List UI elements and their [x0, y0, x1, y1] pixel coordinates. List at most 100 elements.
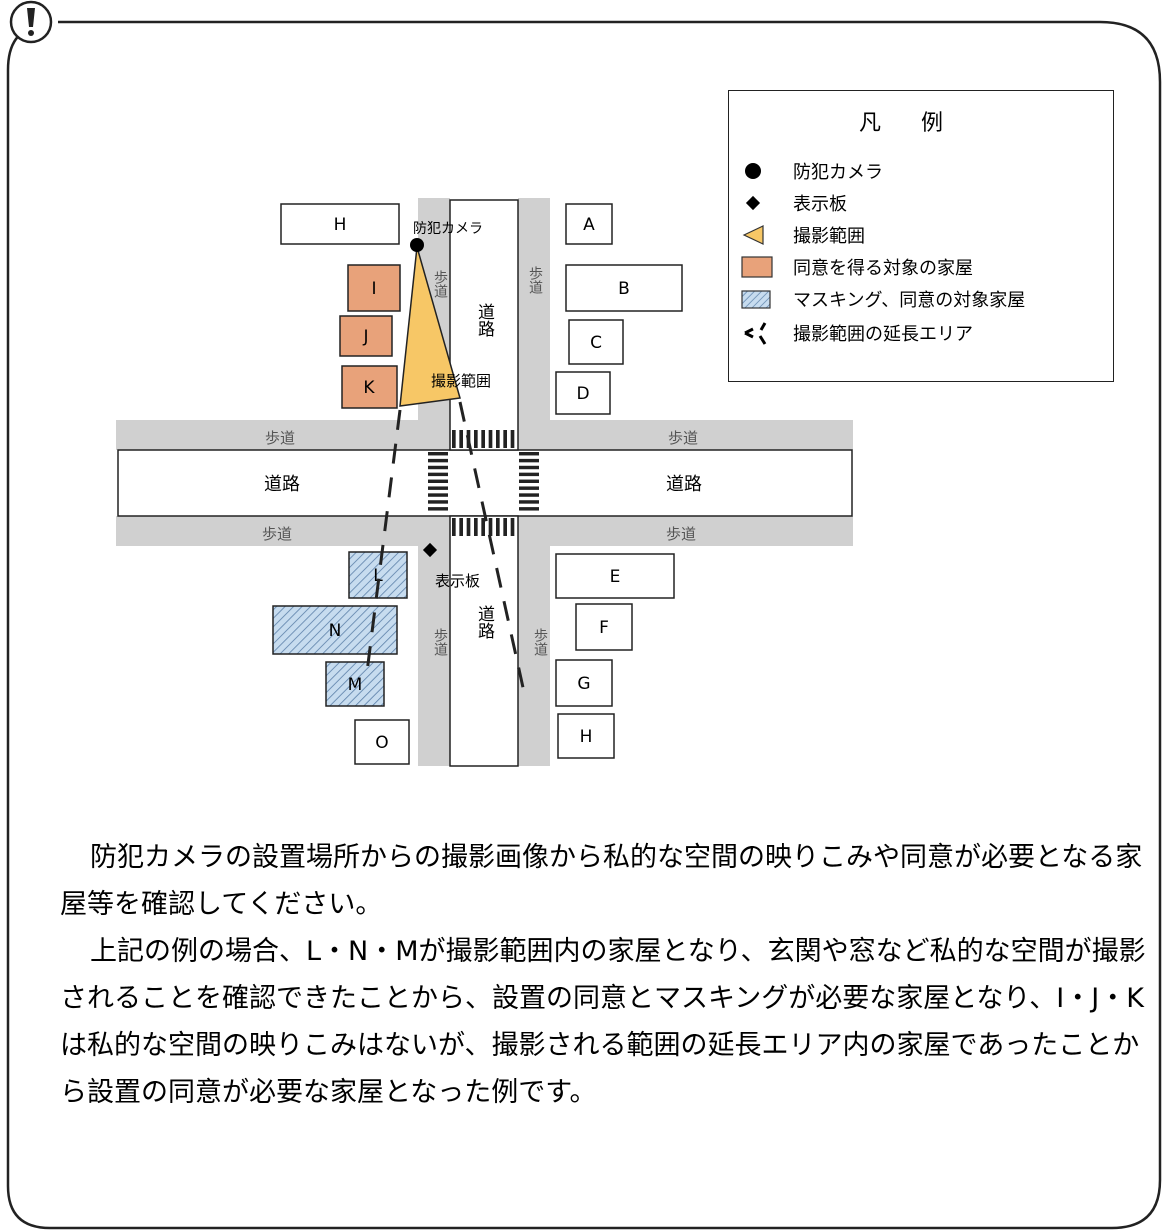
filled-diamond-icon: [741, 187, 785, 219]
shooting-range-triangle: [399, 246, 461, 407]
crosswalk-stripe: [428, 472, 448, 477]
house-label-c: C: [590, 333, 602, 353]
sidewalk-label-vertical-bl: 歩道: [432, 628, 448, 657]
shooting-range-label: 撮影範囲: [431, 372, 491, 390]
crosswalk-stripe: [428, 500, 448, 504]
legend-box: 凡例 防犯カメラ 表示板 撮影範囲 同意を得る対象の家屋: [728, 90, 1114, 382]
house-d: [555, 371, 611, 415]
explanation-text: 防犯カメラの設置場所からの撮影画像から私的な空間の映りこみや同意が必要となる家屋…: [60, 834, 1150, 1116]
house-label-f: F: [599, 618, 609, 638]
extension-area-lines: [365, 401, 526, 693]
legend-label: 同意を得る対象の家屋: [793, 258, 973, 279]
crosswalk-stripe: [452, 430, 456, 448]
house-label-i: I: [371, 279, 376, 299]
legend-label: マスキング、同意の対象家屋: [793, 290, 1026, 311]
camera-placement-map: H A I B J C K D L E N F M G O H 防犯カメラ 表示…: [116, 198, 853, 767]
crosswalk-stripe: [428, 458, 448, 463]
house-label-g: G: [577, 674, 590, 694]
legend-label: 撮影範囲: [793, 226, 865, 247]
road-label-vertical-bottom: 道路: [474, 605, 495, 639]
crosswalk-stripe: [503, 518, 507, 536]
house-label-h-top: H: [334, 215, 347, 235]
sidewalk-label-bottom-left: 歩道: [262, 525, 292, 543]
crosswalk-stripe: [519, 452, 539, 456]
sign-label: 表示板: [435, 572, 480, 590]
road-label-vertical-top: 道路: [474, 303, 495, 337]
crosswalk-stripe: [503, 430, 507, 448]
house-j: [339, 315, 393, 357]
legend-label: 防犯カメラ: [793, 162, 883, 183]
crosswalk-stripe: [519, 458, 539, 463]
house-g: [555, 659, 613, 707]
crosswalk-stripe: [452, 518, 456, 536]
crosswalk-stripe: [428, 479, 448, 483]
crosswalk-stripe: [488, 518, 493, 536]
house-b: [565, 264, 683, 312]
filled-circle-icon: [741, 155, 785, 187]
road-label-right: 道路: [666, 474, 702, 495]
sidewalk-label-vertical-br: 歩道: [532, 628, 548, 657]
legend-item-masking-house: マスキング、同意の対象家屋: [741, 283, 1025, 315]
paragraph-2: 上記の例の場合、L・N・Mが撮影範囲内の家屋となり、玄関や窓など私的な空間が撮影…: [60, 936, 1146, 1108]
crosswalk-stripe: [428, 465, 448, 470]
dashed-lines-icon: [741, 317, 785, 349]
legend-label: 撮影範囲の延長エリア: [793, 324, 973, 345]
crosswalks: [428, 430, 539, 536]
sidewalk-label-vertical-tl: 歩道: [432, 270, 448, 299]
sidewalk-label-vertical-tr: 歩道: [527, 266, 543, 295]
crosswalk-stripe: [428, 486, 448, 490]
crosswalk-stripe: [481, 518, 485, 536]
house-label-o: O: [375, 733, 388, 753]
sidewalk-label-top-left: 歩道: [265, 429, 295, 447]
sidewalk-label-top-right: 歩道: [668, 429, 698, 447]
crosswalk-stripe: [519, 500, 539, 504]
house-n: [272, 605, 398, 655]
crosswalk-stripe: [474, 518, 478, 536]
camera-label: 防犯カメラ: [413, 221, 483, 237]
house-h-top: [280, 203, 400, 245]
road-label-left: 道路: [264, 474, 300, 495]
hatched-square-icon: [741, 283, 785, 315]
crosswalk-stripe: [519, 493, 539, 497]
crosswalk-stripe: [488, 430, 493, 448]
house-f: [575, 603, 633, 651]
house-m: [325, 661, 385, 707]
house-label-j: J: [362, 327, 368, 347]
crosswalk-stripe: [474, 430, 478, 448]
house-label-n: N: [329, 621, 342, 641]
houses: [272, 203, 683, 765]
legend-item-extension: 撮影範囲の延長エリア: [741, 317, 973, 349]
crosswalk-stripe: [428, 493, 448, 497]
crosswalk-stripe: [519, 472, 539, 477]
crosswalk-stripe: [519, 465, 539, 470]
house-e: [555, 553, 675, 599]
crosswalk-stripe: [466, 518, 471, 536]
camera-dot: [410, 238, 424, 252]
crosswalk-stripe: [510, 518, 515, 536]
crosswalk-stripe: [496, 430, 500, 448]
crosswalk-stripe: [459, 518, 463, 536]
legend-title: 凡例: [858, 111, 983, 136]
legend-item-consent-house: 同意を得る対象の家屋: [741, 251, 973, 283]
house-label-h-bottom: H: [580, 727, 593, 747]
house-a: [565, 203, 613, 245]
crosswalk-stripe: [428, 507, 448, 511]
house-label-b: B: [618, 279, 630, 299]
crosswalk-stripe: [519, 486, 539, 490]
crosswalk-stripe: [510, 430, 515, 448]
crosswalk-stripe: [428, 452, 448, 456]
legend-item-range: 撮影範囲: [741, 219, 865, 251]
sign-diamond: [422, 542, 438, 558]
house-label-e: E: [610, 567, 621, 587]
orange-square-icon: [741, 251, 785, 283]
house-label-k: K: [363, 378, 375, 398]
house-label-d: D: [576, 384, 589, 404]
house-label-m: M: [348, 675, 363, 695]
road-vertical-bottom: [449, 515, 519, 767]
crosswalk-stripe: [481, 430, 485, 448]
sidewalk-label-bottom-right: 歩道: [666, 525, 696, 543]
exclamation-circle-icon: [9, 0, 53, 44]
house-c: [568, 319, 624, 365]
house-label-a: A: [583, 215, 595, 235]
